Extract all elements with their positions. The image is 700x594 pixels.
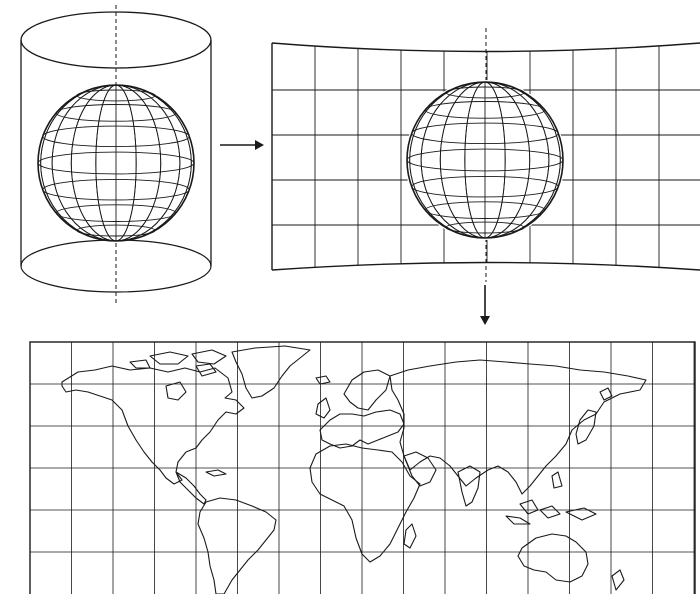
greenland [232, 346, 310, 398]
central-america [176, 472, 206, 504]
arrow-right-icon [220, 140, 264, 150]
arabia [404, 452, 436, 486]
unrolled-sheet-stage [272, 28, 700, 285]
scandinavia [344, 370, 390, 410]
map-graticule [30, 342, 695, 594]
cylinder-stage [21, 5, 211, 305]
australia [518, 534, 588, 582]
india [458, 466, 480, 506]
arrow-down-icon [480, 285, 490, 325]
map-coastlines [62, 346, 646, 594]
asia [390, 360, 646, 494]
world-map-stage [30, 342, 695, 594]
globe-icon [38, 85, 194, 241]
globe-icon [407, 82, 563, 238]
south-america [198, 498, 276, 594]
